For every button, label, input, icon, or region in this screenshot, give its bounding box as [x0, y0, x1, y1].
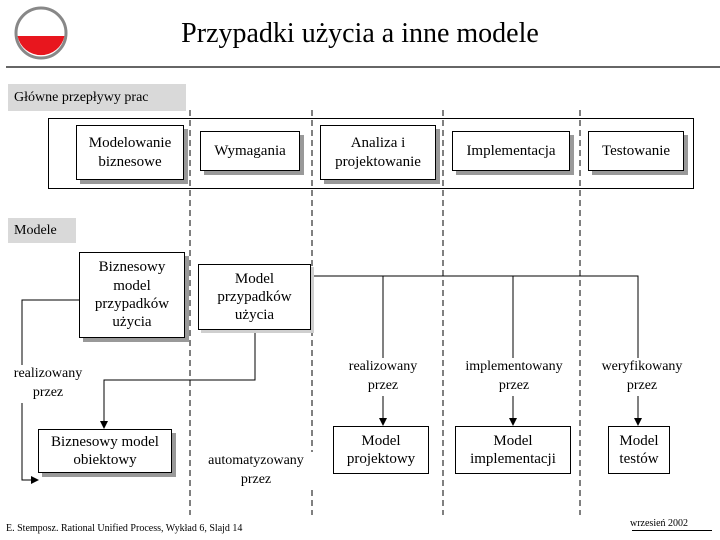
implementation-model: Model implementacji: [455, 426, 571, 474]
label-verified: weryfikowany przez: [592, 358, 692, 396]
section-label-workflows: Główne przepływy prac: [8, 84, 186, 111]
label-realized-left: realizowany przez: [6, 365, 90, 403]
test-model: Model testów: [608, 426, 670, 474]
footer-date: wrzesień 2002: [630, 518, 689, 529]
footer-credit: E. Stemposz. Rational Unified Process, W…: [6, 523, 243, 534]
footer-underline: [632, 530, 712, 531]
title-divider: [6, 66, 720, 68]
logo-icon: [14, 6, 68, 60]
workflows-frame: [48, 118, 694, 189]
page-title: Przypadki użycia a inne modele: [181, 18, 539, 49]
label-realized-right: realizowany przez: [335, 358, 431, 396]
dashed-columns: [189, 110, 581, 515]
business-use-case-model: Biznesowy model przypadków użycia: [79, 252, 185, 338]
section-label-models: Modele: [8, 218, 76, 243]
workflow-requirements: Wymagania: [200, 131, 300, 171]
label-automated: automatyzowany przez: [196, 452, 316, 490]
business-object-model: Biznesowy model obiektowy: [38, 429, 172, 473]
workflow-implementation: Implementacja: [452, 131, 570, 171]
use-case-model: Model przypadków użycia: [198, 264, 311, 330]
workflow-test: Testowanie: [588, 131, 684, 171]
label-implemented: implementowany przez: [453, 358, 575, 396]
design-model: Model projektowy: [333, 426, 429, 474]
